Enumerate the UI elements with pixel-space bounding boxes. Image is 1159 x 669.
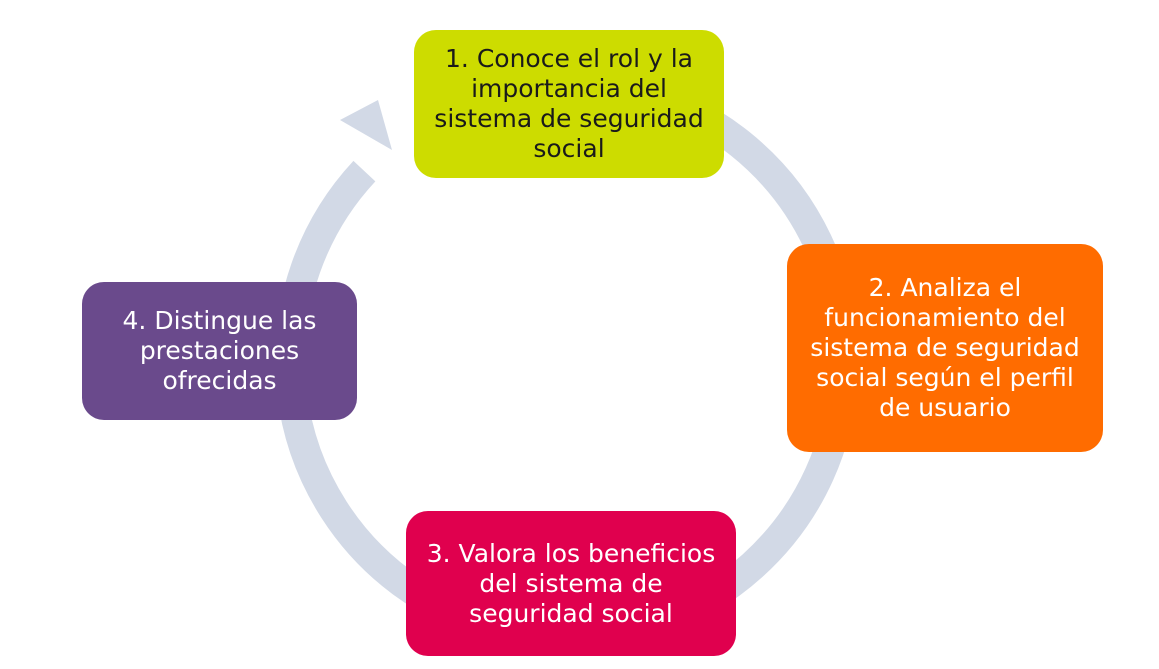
cycle-arrowhead: [340, 100, 392, 150]
step-2-box: 2. Analiza el funcionamiento del sistema…: [787, 244, 1103, 452]
step-1-box: 1. Conoce el rol y la importancia del si…: [414, 30, 724, 178]
step-3-box: 3. Valora los beneficios del sistema de …: [406, 511, 736, 656]
step-2-label: 2. Analiza el funcionamiento del sistema…: [810, 273, 1080, 422]
step-4-label: 4. Distingue las prestaciones ofrecidas: [122, 306, 317, 395]
step-4-box: 4. Distingue las prestaciones ofrecidas: [82, 282, 357, 420]
step-3-label: 3. Valora los beneficios del sistema de …: [426, 538, 716, 628]
step-1-label: 1. Conoce el rol y la importancia del si…: [434, 44, 704, 163]
